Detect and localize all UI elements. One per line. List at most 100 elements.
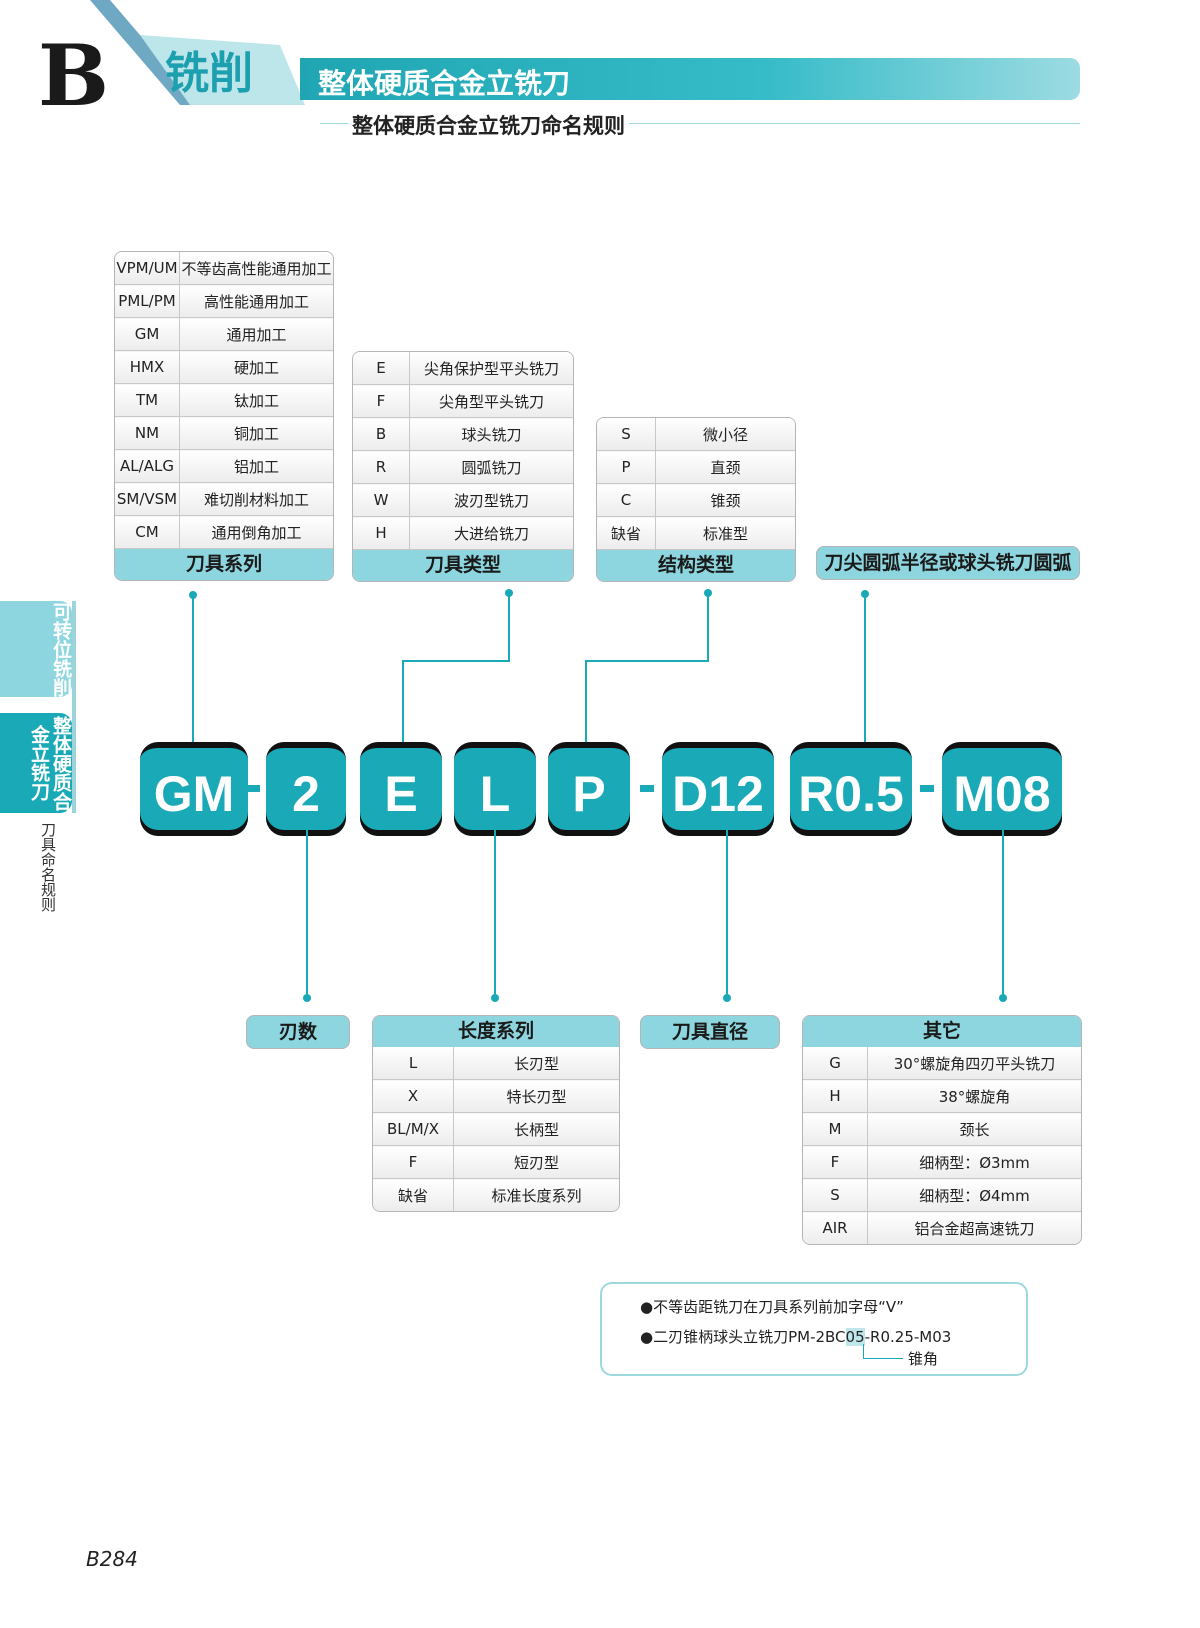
table-cell: 30°螺旋角四刃平头铣刀 <box>867 1047 1081 1080</box>
table-cell: CM <box>115 515 180 549</box>
code-part-others: M08 <box>942 742 1062 836</box>
table-cell: F <box>803 1145 868 1179</box>
connector-diameter <box>726 830 728 996</box>
note-line-2-suffix: -R0.25-M03 <box>864 1328 952 1346</box>
callout-label: 锥角 <box>908 1350 939 1368</box>
table-cell: R <box>353 450 410 484</box>
table-cell: 难切削材料加工 <box>179 482 333 516</box>
code-part-structure: P <box>548 742 630 836</box>
table-cell: 短刃型 <box>453 1145 619 1179</box>
code-part-length: L <box>454 742 536 836</box>
table-cell: H <box>803 1079 868 1113</box>
table-cell: 长柄型 <box>453 1112 619 1146</box>
table-cell: 尖角保护型平头铣刀 <box>409 352 573 385</box>
table-cell: 铝加工 <box>179 449 333 483</box>
side-tab-carbide-line2: 金立铣刀 <box>28 725 50 801</box>
code-part-radius: R0.5 <box>790 742 912 836</box>
code-separator <box>920 785 934 792</box>
table-row: 缺省标准型 <box>597 516 795 550</box>
structure-type-title: 结构类型 <box>597 550 795 581</box>
table-cell: 铜加工 <box>179 416 333 450</box>
table-cell: 锥颈 <box>655 483 795 517</box>
callout-line-v <box>863 1344 864 1358</box>
table-cell: 尖角型平头铣刀 <box>409 384 573 418</box>
section-letter: B <box>38 26 109 125</box>
table-cell: AL/ALG <box>115 449 180 483</box>
connector-length <box>494 830 496 996</box>
table-cell: 缺省 <box>373 1178 454 1211</box>
code-part-type: E <box>360 742 442 836</box>
callout-line-h <box>863 1358 903 1359</box>
table-cell: 通用加工 <box>179 317 333 351</box>
connector-radius <box>864 594 866 747</box>
table-cell: 特长刃型 <box>453 1079 619 1113</box>
side-tab-indexable-line1: 可转位 <box>50 601 72 659</box>
table-cell: S <box>803 1178 868 1212</box>
code-part-diameter: D12 <box>662 742 774 836</box>
table-cell: M <box>803 1112 868 1146</box>
table-cell: SM/VSM <box>115 482 180 516</box>
table-cell: 直颈 <box>655 450 795 484</box>
tool-type-title: 刀具类型 <box>353 550 573 581</box>
table-cell: HMX <box>115 350 180 384</box>
table-cell: X <box>373 1079 454 1113</box>
page-subtitle: 整体硬质合金立铣刀命名规则 <box>348 110 629 140</box>
section-title: 铣削 <box>165 48 253 99</box>
connector-dot <box>999 994 1007 1002</box>
table-cell: P <box>597 450 656 484</box>
subtitle-rule <box>320 123 1080 124</box>
connector-dot <box>723 994 731 1002</box>
table-cell: 铝合金超高速铣刀 <box>867 1211 1081 1244</box>
connector-others <box>1002 830 1004 996</box>
table-cell: 球头铣刀 <box>409 417 573 451</box>
note-highlight: 05 <box>845 1328 865 1346</box>
connector-type-b <box>402 660 510 662</box>
table-cell: S <box>597 418 656 451</box>
title-bar <box>300 58 1080 100</box>
table-cell: 大进给铣刀 <box>409 516 573 550</box>
table-cell: F <box>373 1145 454 1179</box>
tool-series-title: 刀具系列 <box>115 549 333 580</box>
side-tab-indexable-milling[interactable]: 可转位铣削 <box>0 601 72 697</box>
side-tab-solid-carbide[interactable]: 整体硬质合金立铣刀 <box>0 713 72 813</box>
page-title: 整体硬质合金立铣刀 <box>318 67 571 100</box>
side-tab-carbide-line1: 整体硬质合 <box>50 715 72 811</box>
table-cell: 标准型 <box>655 516 795 550</box>
header-diagonal-stripe <box>90 0 305 105</box>
table-cell: BL/M/X <box>373 1112 454 1146</box>
connector-structure-a <box>707 593 709 661</box>
table-cell: L <box>373 1047 454 1080</box>
table-cell: 钛加工 <box>179 383 333 417</box>
code-separator <box>246 785 260 792</box>
connector-structure-b <box>585 660 709 662</box>
connector-type-a <box>508 593 510 661</box>
table-cell: 38°螺旋角 <box>867 1079 1081 1113</box>
table-cell: F <box>353 384 410 418</box>
